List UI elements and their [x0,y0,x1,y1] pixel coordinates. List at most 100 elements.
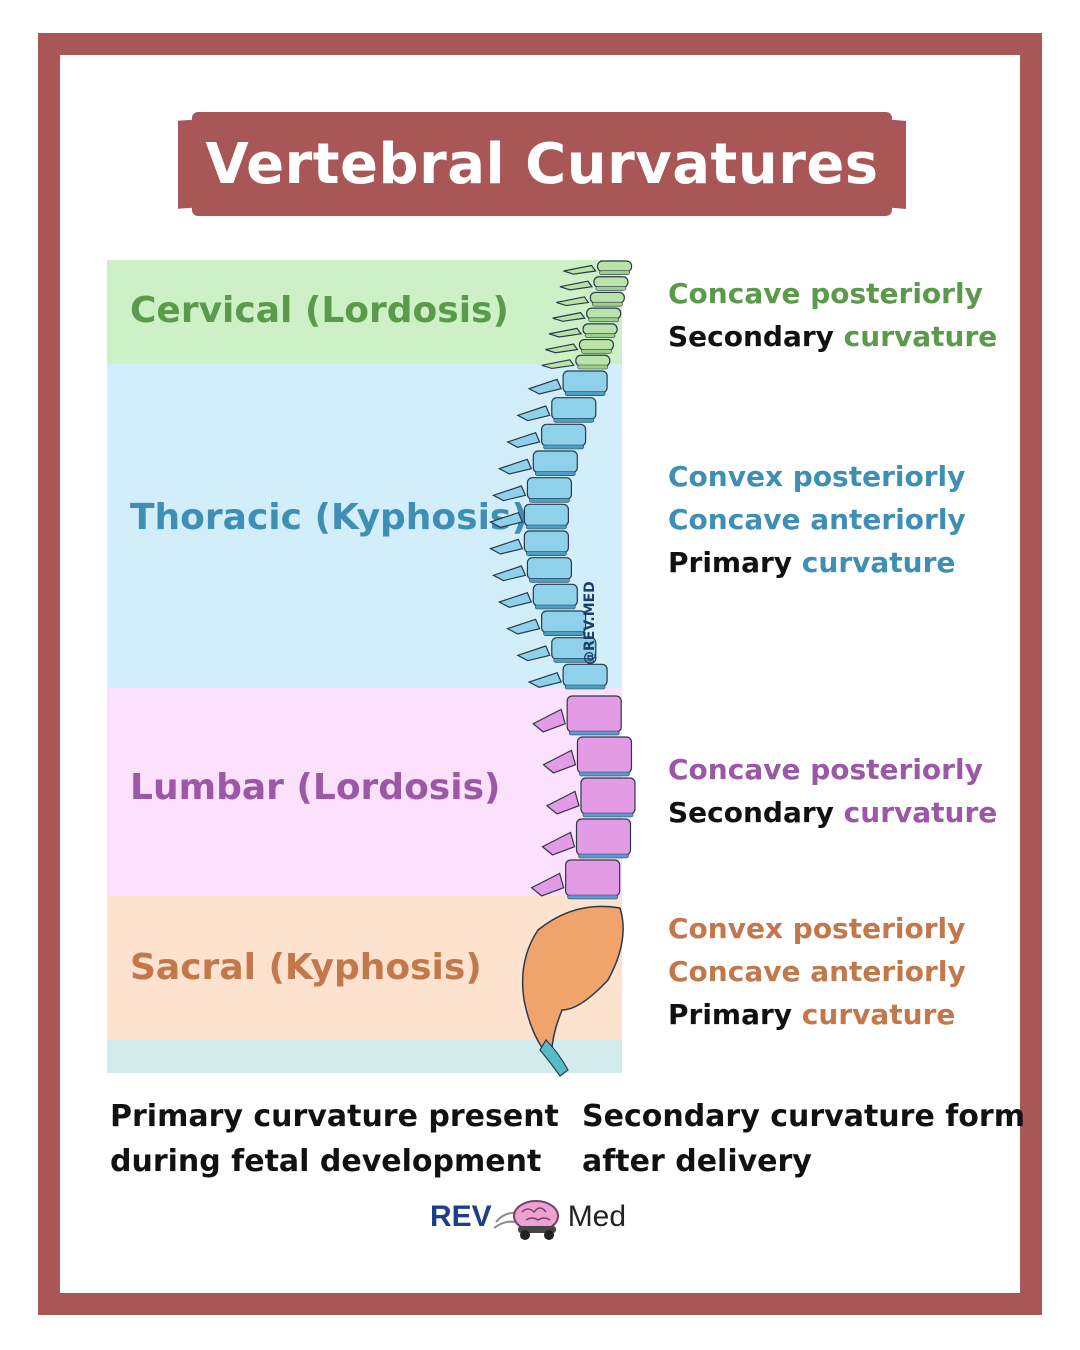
thoracic-vertebra-process [491,485,527,502]
cervical-vertebra-process [556,296,590,307]
intervertebral-disc [534,471,576,476]
lumbar-vertebra [580,777,636,815]
cervical-vertebra-process [563,264,597,275]
intervertebral-disc [534,604,576,610]
thoracic-vertebra [551,397,597,420]
cervical-description: Concave posteriorly Secondary curvature [668,272,997,358]
lumbar-vertebra-process [530,872,565,897]
intervertebral-disc [543,631,584,636]
description-line: Convex posteriorly [668,912,966,945]
coccyx-band [107,1040,622,1073]
lumbar-vertebra [575,818,632,856]
intervertebral-disc [529,498,570,503]
intervertebral-disc [577,364,609,370]
sacral-label: Sacral (Kyphosis) [130,947,482,988]
watermark: @REV.MED [582,581,598,665]
cervical-label: Cervical (Lordosis) [130,290,509,331]
intervertebral-disc [529,578,570,583]
thoracic-vertebra [526,477,573,500]
intervertebral-disc [599,270,630,276]
cervical-vertebra-process [548,327,583,338]
thoracic-vertebra [523,530,569,554]
cervical-vertebra [586,307,622,320]
intervertebral-disc [564,391,606,396]
lumbar-vertebra-process [541,831,576,856]
cervical-vertebra [589,291,625,304]
intervertebral-disc [578,853,629,859]
thoracic-vertebra [562,663,608,687]
intervertebral-disc [568,730,620,736]
description-line: Concave posteriorly [668,753,983,786]
intervertebral-disc [553,418,595,423]
thoracic-vertebra [532,450,578,474]
sacral-description: Convex posteriorly Concave anteriorly Pr… [668,907,966,1036]
cervical-vertebra [578,338,615,351]
intervertebral-disc [526,524,567,530]
description-line: Secondary curvature [668,796,998,829]
lumbar-vertebra [566,695,622,733]
cervical-vertebra-process [541,359,575,370]
description-line: Concave posteriorly [668,277,983,310]
intervertebral-disc [526,551,567,556]
cervical-band [107,260,622,364]
thoracic-vertebra [541,610,587,634]
thoracic-vertebra-process [516,405,551,422]
thoracic-vertebra [526,557,573,580]
coccyx [539,1039,569,1077]
description-line: Primary curvature [668,998,956,1031]
intervertebral-disc [567,894,618,900]
cervical-vertebra [596,260,633,273]
thoracic-vertebra-process [488,511,524,528]
thoracic-vertebra-process [506,431,541,448]
thoracic-vertebra-process [527,671,562,688]
lumbar-vertebra [565,859,621,897]
cervical-vertebra-process [559,280,594,291]
thoracic-vertebra [562,370,608,394]
thoracic-vertebra-process [497,591,533,608]
cervical-vertebra-process [552,311,586,322]
lumbar-vertebra-process [545,790,580,815]
cervical-vertebra [593,276,629,289]
spine-illustration: @REV.MED [488,260,636,1077]
intervertebral-disc [564,684,606,690]
primary-curvature-note: Primary curvature present during fetal d… [110,1099,559,1179]
thoracic-vertebra-process [491,565,527,582]
brain-car-icon [493,1200,559,1240]
thoracic-vertebra-process [527,378,562,395]
title-banner: Vertebral Curvatures [192,112,892,216]
description-line: Secondary curvature [668,320,998,353]
thoracic-label: Thoracic (Kyphosis) [130,497,528,538]
thoracic-vertebra [532,583,578,607]
thoracic-vertebra [541,423,587,447]
sacrum [521,905,624,1063]
page-title: Vertebral Curvatures [205,131,879,197]
intervertebral-disc [579,771,630,777]
cervical-vertebra-process [545,343,579,354]
description-line: Convex posteriorly [668,460,966,493]
description-line: Primary curvature [668,546,956,579]
intervertebral-disc [588,317,619,323]
intervertebral-disc [592,301,623,307]
cervical-vertebra [575,354,611,367]
lumbar-description: Concave posteriorly Secondary curvature [668,748,997,834]
lumbar-vertebra-process [532,708,566,733]
intervertebral-disc [582,812,634,818]
secondary-curvature-note: Secondary curvature form after delivery [582,1099,1025,1179]
revmed-logo: REV Med [430,1192,626,1242]
thoracic-vertebra-process [516,645,551,662]
intervertebral-disc [584,333,616,338]
intervertebral-disc [553,658,595,663]
thoracic-vertebra [523,503,569,527]
thoracic-vertebra-process [506,618,541,635]
thoracic-vertebra-process [488,538,524,555]
lumbar-label: Lumbar (Lordosis) [130,767,501,808]
thoracic-description: Convex posteriorly Concave anteriorly Pr… [668,455,966,584]
lumbar-vertebra [576,736,633,774]
lumbar-vertebra-process [542,749,577,774]
intervertebral-disc [543,444,584,450]
description-line: Concave anteriorly [668,955,966,988]
thoracic-vertebra-process [497,458,533,475]
intervertebral-disc [581,348,612,354]
intervertebral-disc [595,286,627,291]
cervical-vertebra [582,323,618,336]
